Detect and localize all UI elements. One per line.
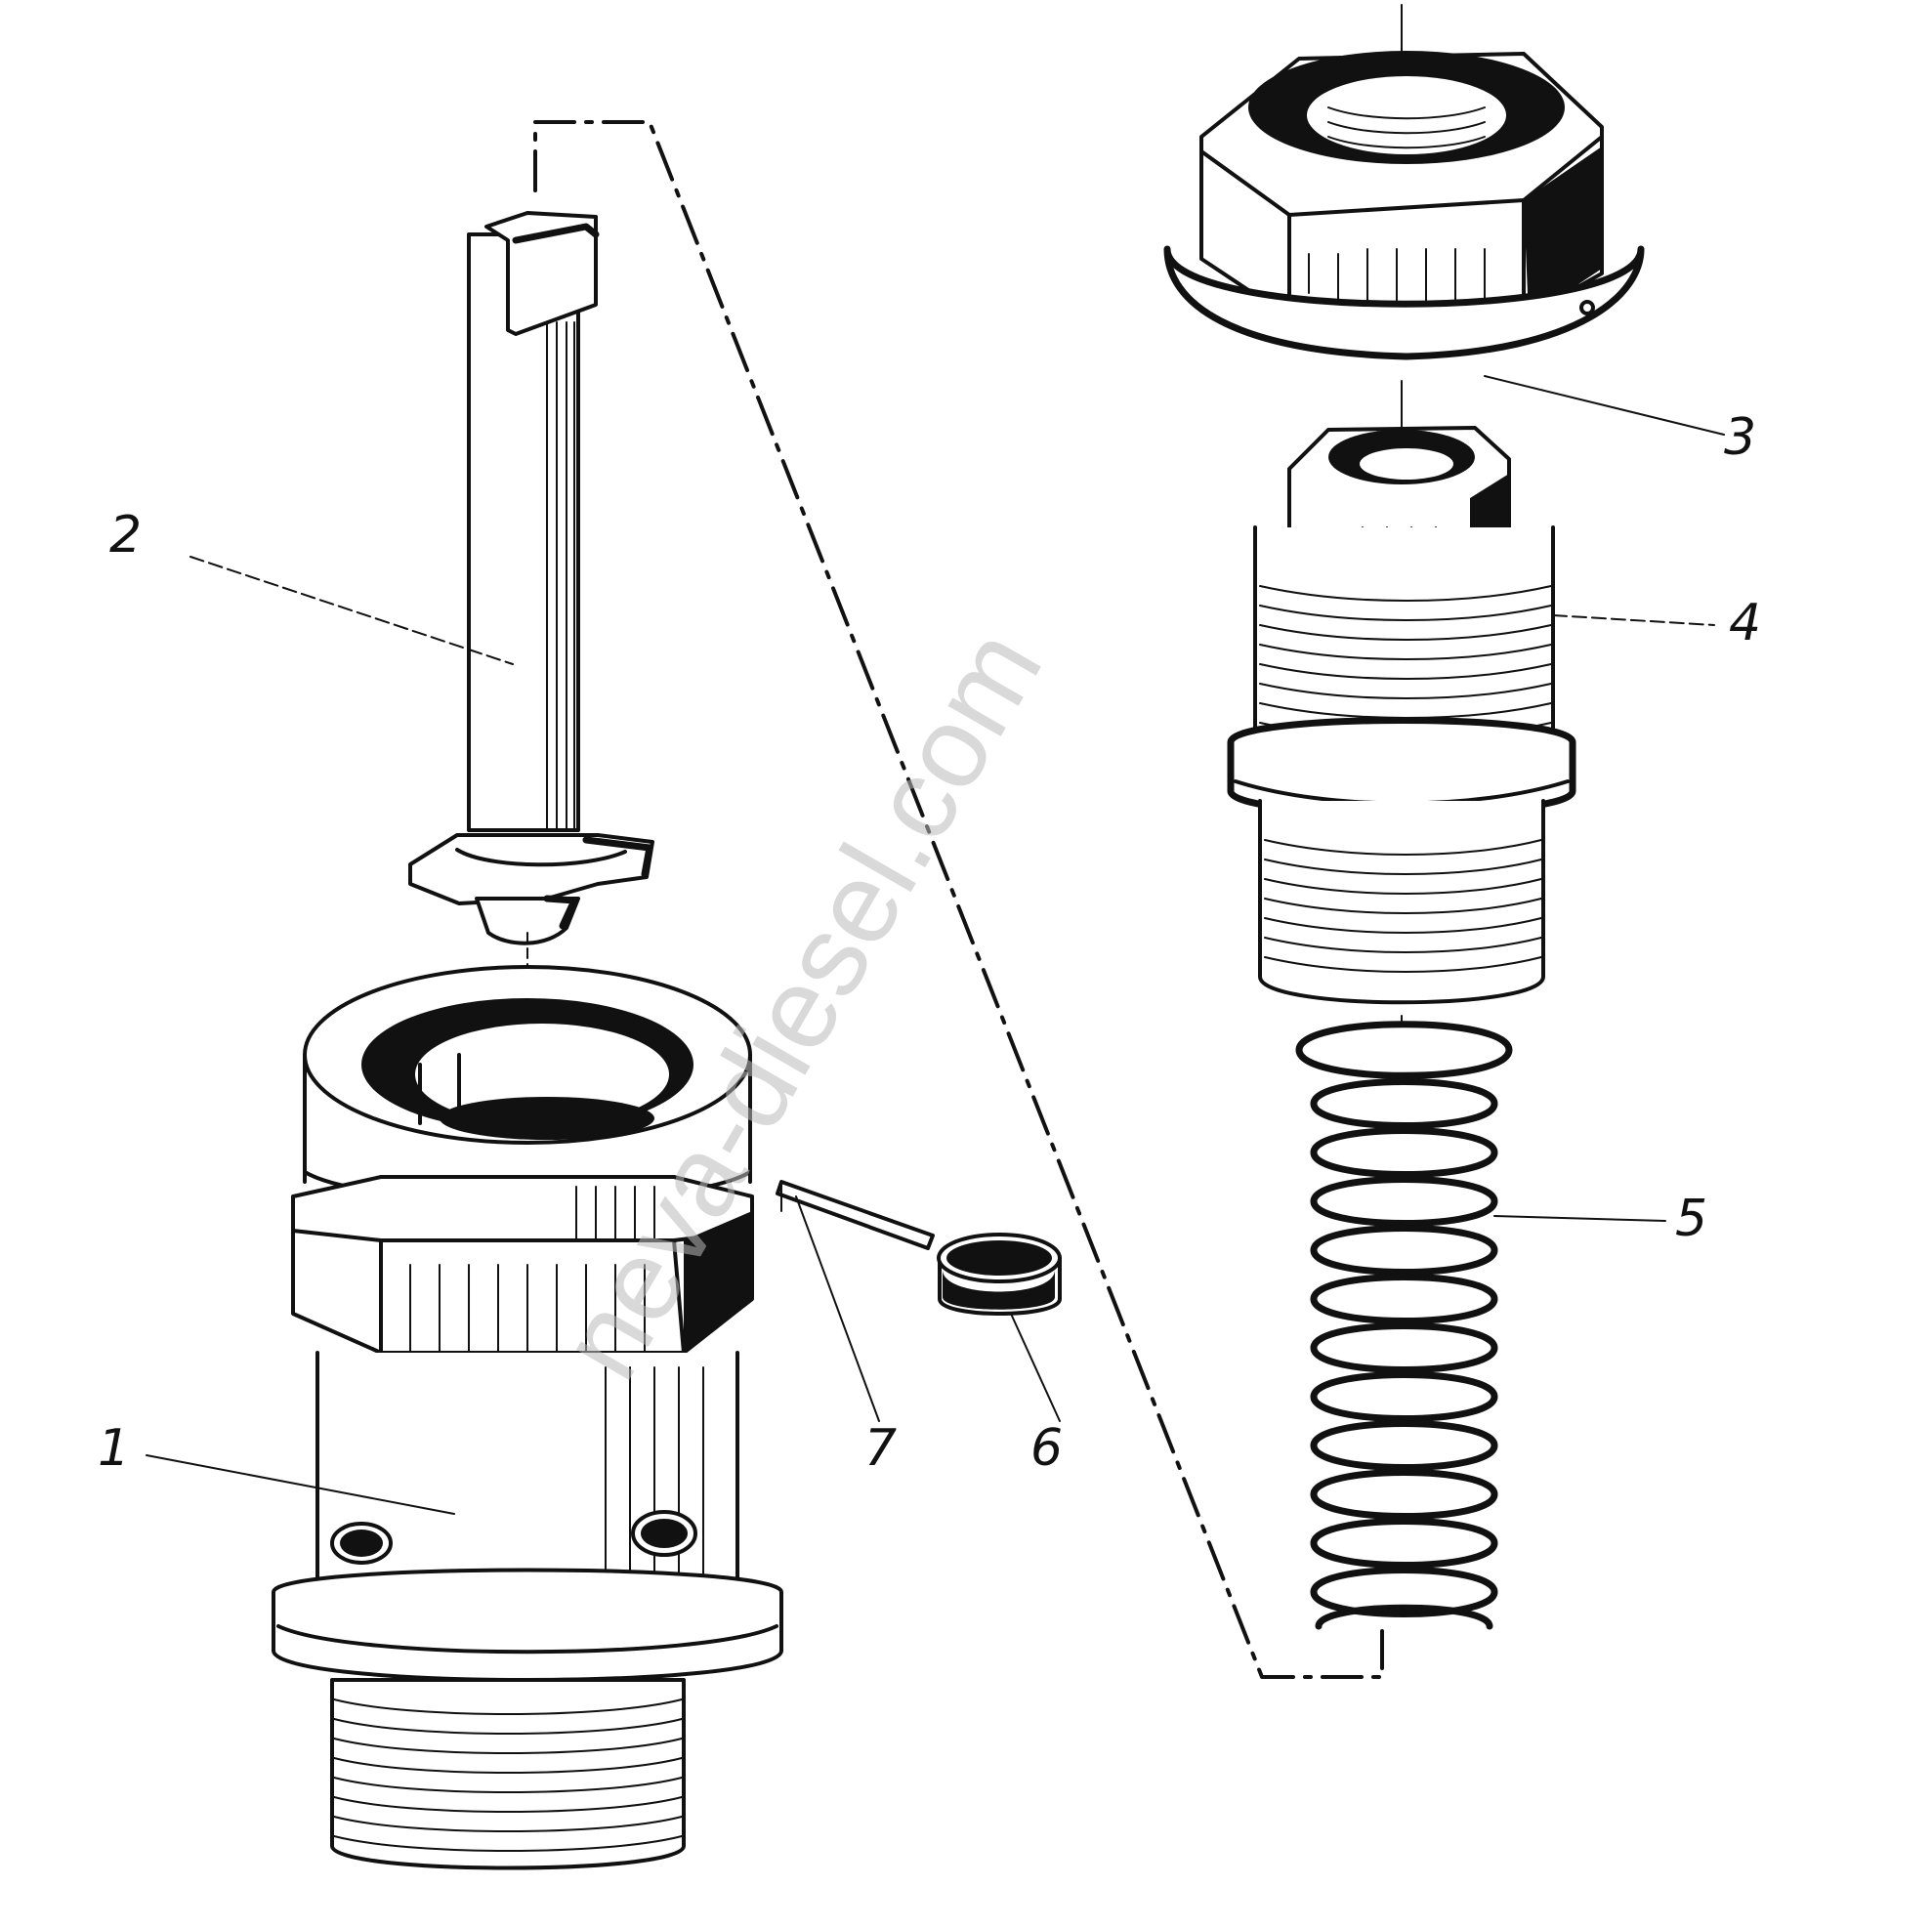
callout-1: 1 (98, 1419, 130, 1478)
assembly-axis-line (533, 120, 1384, 1679)
leader-line-2 (189, 556, 514, 665)
leader-line-4 (1552, 614, 1715, 626)
part-5-spring (1295, 1021, 1513, 1630)
leader-line-7 (795, 1195, 880, 1422)
leader-lines (146, 375, 1725, 1515)
part-3-cap-nut (1163, 4, 1645, 360)
callout-5: 5 (1675, 1190, 1707, 1248)
callout-6: 6 (1030, 1419, 1063, 1478)
leader-line-5 (1493, 1215, 1666, 1222)
part-4-valve-seat (1227, 380, 1576, 1085)
part-6-plug (937, 1233, 1062, 1316)
leader-line-1 (146, 1454, 455, 1515)
callout-4: 4 (1729, 594, 1761, 652)
callout-7: 7 (864, 1419, 897, 1478)
callout-3: 3 (1724, 408, 1756, 467)
part-2-valve-stem (408, 211, 654, 1022)
leader-line-3 (1484, 375, 1725, 436)
part-1-valve-body (272, 965, 783, 1870)
callout-2: 2 (109, 506, 142, 565)
callout-labels: 1 2 3 4 5 6 7 (98, 408, 1761, 1478)
leader-line-6 (1010, 1313, 1061, 1422)
part-7-pin (776, 1180, 935, 1250)
